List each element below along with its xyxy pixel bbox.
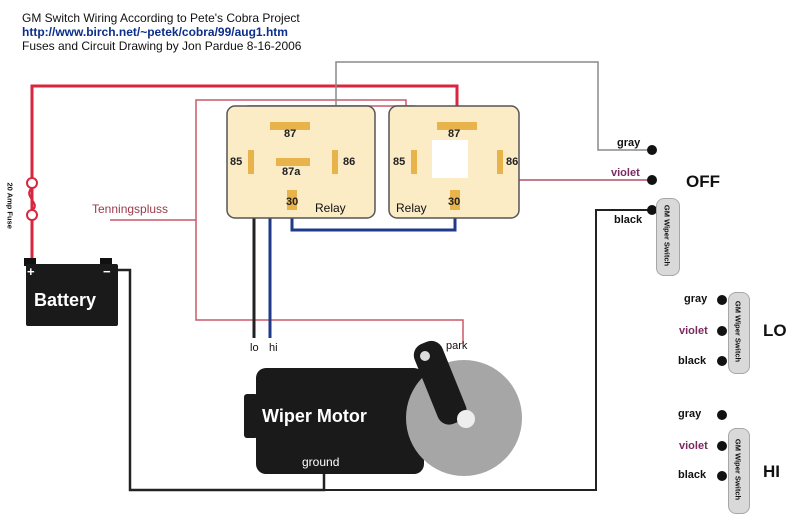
relay-right-pin-30-label: 30 [448, 196, 461, 208]
switch-terminals [647, 145, 727, 481]
hi-position-label: HI [763, 462, 780, 481]
off-switch-label: GM Wiper Switch [662, 204, 672, 267]
park-label: park [446, 340, 468, 352]
pin-86-left [332, 150, 338, 174]
ignition-annotation: Tenningspluss [92, 202, 169, 216]
pin-87a-left [276, 158, 310, 166]
battery-minus: − [103, 264, 111, 279]
switch-black-wire [324, 209, 650, 491]
off-gray-label: gray [617, 137, 641, 149]
hi-black-label: black [678, 469, 707, 481]
pin-87-right [437, 122, 477, 130]
source-url[interactable]: http://www.birch.net/~petek/cobra/99/aug… [22, 25, 288, 39]
relay-right-pin-86-label: 86 [506, 156, 519, 168]
pin-87-left [270, 122, 310, 130]
pin-30-right [450, 190, 460, 210]
relay-left-name: Relay [315, 201, 346, 215]
pin-86-right [497, 150, 503, 174]
lo-wire-label: lo [250, 342, 259, 354]
relay-left-pin-85-label: 85 [230, 156, 243, 168]
lo-position-label: LO [763, 321, 787, 340]
relay-left-pin-86-label: 86 [343, 156, 356, 168]
park-wire [195, 220, 464, 344]
hi-gray-label: gray [678, 408, 702, 420]
hi-violet-label: violet [679, 440, 708, 452]
power-wire [30, 84, 459, 258]
hi-switch-tab [728, 428, 750, 514]
relay-left-pin-30-label: 30 [286, 196, 299, 208]
relay-left-pin-87a-label: 87a [282, 166, 301, 178]
off-switch-tab [656, 198, 680, 276]
battery [24, 258, 118, 326]
hi-switch-label: GM Wiper Switch [733, 438, 743, 501]
lo-black-label: black [678, 355, 707, 367]
off-position-label: OFF [686, 172, 720, 191]
blue-wire [290, 210, 457, 232]
battery-label: Battery [34, 290, 97, 310]
fuse-label: 20 Amp Fuse [5, 182, 15, 229]
battery-plus: + [27, 264, 35, 279]
fuse-symbol [26, 177, 38, 221]
pin-30-left [287, 190, 297, 210]
wiper-motor-label: Wiper Motor [262, 406, 367, 426]
off-black-label: black [614, 214, 643, 226]
pin-85-left [248, 150, 254, 174]
lo-gray-label: gray [684, 293, 708, 305]
wiper-motor [244, 340, 522, 476]
relay-left-pin-87-label: 87 [284, 128, 297, 140]
gray-wire [335, 61, 650, 158]
lo-switch-label: GM Wiper Switch [733, 300, 743, 363]
pin-85-right [411, 150, 417, 174]
ground-label: ground [302, 455, 340, 469]
lo-switch-tab [728, 292, 750, 374]
hi-wire-label: hi [269, 342, 278, 354]
diagram-title: GM Switch Wiring According to Pete's Cob… [22, 11, 300, 25]
credit-line: Fuses and Circuit Drawing by Jon Pardue … [22, 39, 302, 53]
off-violet-label: violet [611, 167, 640, 179]
ground-wire [110, 268, 326, 492]
lo-violet-label: violet [679, 325, 708, 337]
relay-right-pin-85-label: 85 [393, 156, 406, 168]
relay-right-name: Relay [396, 201, 427, 215]
relay-right-pin-87-label: 87 [448, 128, 461, 140]
